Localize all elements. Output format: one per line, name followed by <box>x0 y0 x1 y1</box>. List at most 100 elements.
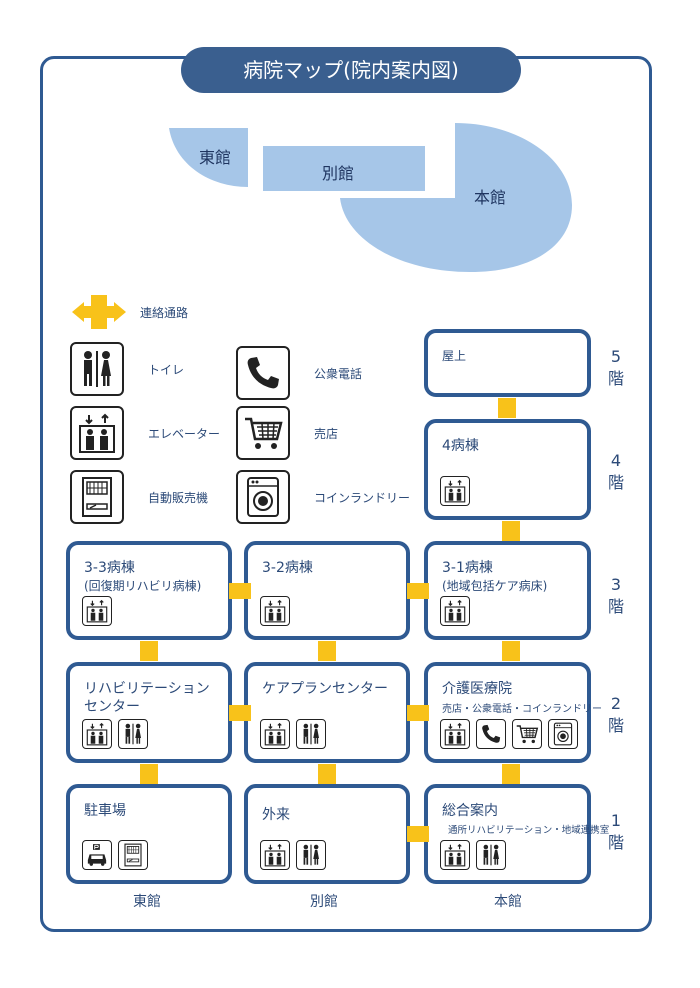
rooftop-box: 屋上 <box>424 329 591 397</box>
legend-laundry: コインランドリー <box>236 470 410 524</box>
main-building-shape <box>340 123 572 272</box>
legend-toilet-label: トイレ <box>148 362 185 377</box>
toilet-icon <box>476 840 506 870</box>
annex-building-label: 別館 <box>322 164 355 183</box>
legend-laundry-label: コインランドリー <box>314 490 411 505</box>
vending-machine-icon <box>118 840 148 870</box>
bottom-label-main: 本館 <box>494 894 522 910</box>
washing-machine-icon <box>548 719 578 749</box>
main-building-label: 本館 <box>474 188 507 207</box>
legend-shop: 売店 <box>236 406 338 460</box>
connector-main-3f-2f <box>502 641 520 661</box>
connector-3f-east-annex <box>229 583 251 599</box>
outpatient-box: 外来 <box>244 784 410 884</box>
connector-icon <box>72 295 126 329</box>
shopping-cart-icon <box>512 719 542 749</box>
parking-facilities <box>82 840 148 870</box>
shopping-cart-icon <box>236 406 290 460</box>
rooftop-label: 屋上 <box>442 349 467 363</box>
connector-annex-2f-1f <box>318 764 336 784</box>
reception-facilities <box>440 840 506 870</box>
legend-elevator: エレベーター <box>70 406 220 460</box>
bottom-label-east: 東館 <box>133 894 161 910</box>
connector-3f-annex-main <box>407 583 429 599</box>
connector-4f-3f <box>502 521 520 541</box>
elevator-icon <box>70 406 124 460</box>
legend-vending: 自動販売機 <box>70 470 208 524</box>
parking-box: 駐車場 <box>66 784 232 884</box>
ward4-box: 4病棟 <box>424 419 591 520</box>
map-title: 病院マップ(院内案内図) <box>181 47 521 93</box>
rehab-center-label-1: リハビリテーション <box>84 681 210 697</box>
ward31-label: 3-1病棟 <box>442 560 493 576</box>
nursing-facilities <box>440 719 578 749</box>
ward31-sublabel: (地域包括ケア病床) <box>442 579 548 593</box>
elevator-icon <box>260 840 290 870</box>
toilet-icon <box>118 719 148 749</box>
elevator-icon <box>260 596 290 626</box>
legend-phone-label: 公衆電話 <box>314 366 363 381</box>
ward4-facilities <box>440 476 470 506</box>
reception-sublabel: 通所リハビリテーション・地域連携室 <box>448 825 610 836</box>
legend-connector-label: 連絡通路 <box>140 305 189 320</box>
legend-toilet: トイレ <box>70 342 184 396</box>
connector-east-2f-1f <box>140 764 158 784</box>
ward32-facilities <box>260 596 290 626</box>
reception-box: 総合案内 通所リハビリテーション・地域連携室 <box>424 784 609 884</box>
parking-car-icon <box>82 840 112 870</box>
elevator-icon <box>82 596 112 626</box>
connector-main-2f-1f <box>502 764 520 784</box>
legend-connector: 連絡通路 <box>72 292 188 332</box>
elevator-icon <box>440 476 470 506</box>
connector-annex-3f-2f <box>318 641 336 661</box>
phone-icon <box>236 346 290 400</box>
ward4-label: 4病棟 <box>442 438 479 454</box>
connector-2f-east-annex <box>229 705 251 721</box>
connector-5f-4f <box>498 398 516 418</box>
careplan-box: ケアプランセンター <box>244 662 410 763</box>
toilet-icon <box>296 840 326 870</box>
ward32-box: 3-2病棟 <box>244 541 410 640</box>
parking-label: 駐車場 <box>84 803 126 819</box>
ward33-box: 3-3病棟 (回復期リハビリ病棟) <box>66 541 232 640</box>
careplan-facilities <box>260 719 326 749</box>
outpatient-facilities <box>260 840 326 870</box>
washing-machine-icon <box>236 470 290 524</box>
connector-2f-annex-main <box>407 705 429 721</box>
rehab-center-box: リハビリテーション センター <box>66 662 232 763</box>
nursing-care-sublabel: 売店・公衆電話・コインランドリー <box>442 704 602 715</box>
legend-shop-label: 売店 <box>314 426 339 441</box>
connector-1f-annex-main <box>407 826 429 842</box>
annex-building-shape <box>263 146 425 191</box>
careplan-label: ケアプランセンター <box>262 681 388 697</box>
ward31-box: 3-1病棟 (地域包括ケア病床) <box>424 541 591 640</box>
legend-vending-label: 自動販売機 <box>148 490 209 505</box>
vending-machine-icon <box>70 470 124 524</box>
elevator-icon <box>82 719 112 749</box>
ward32-label: 3-2病棟 <box>262 560 313 576</box>
elevator-icon <box>440 719 470 749</box>
ward31-facilities <box>440 596 470 626</box>
elevator-icon <box>440 840 470 870</box>
toilet-icon <box>70 342 124 396</box>
legend-phone: 公衆電話 <box>236 346 362 400</box>
east-building-shape <box>169 128 248 187</box>
bottom-label-annex: 別館 <box>310 894 338 910</box>
toilet-icon <box>296 719 326 749</box>
reception-label: 総合案内 <box>442 803 498 819</box>
outpatient-label: 外来 <box>262 807 290 823</box>
elevator-icon <box>260 719 290 749</box>
ward33-label: 3-3病棟 <box>84 560 135 576</box>
rehab-center-label-2: センター <box>84 699 140 715</box>
rehab-facilities <box>82 719 148 749</box>
legend-elevator-label: エレベーター <box>148 426 221 441</box>
nursing-care-box: 介護医療院 売店・公衆電話・コインランドリー <box>424 662 602 763</box>
connector-east-3f-2f <box>140 641 158 661</box>
elevator-icon <box>440 596 470 626</box>
